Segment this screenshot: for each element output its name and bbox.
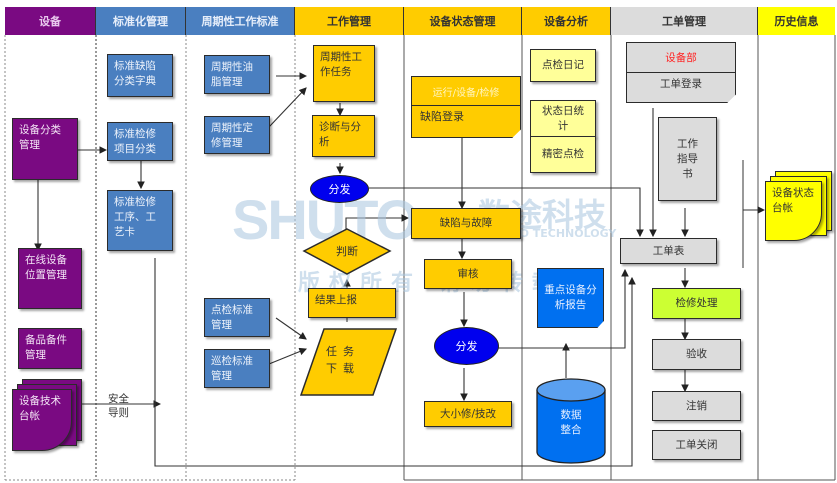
spare-parts-box[interactable]: 备品备件管理 [18, 328, 82, 369]
lane-header-status-management: 设备状态管理 [404, 7, 522, 35]
result-report-box[interactable]: 结果上报 [308, 288, 396, 318]
repair-procedure-box[interactable]: 标准检修工序、工艺卡 [107, 190, 173, 251]
status-ledger-multidoc[interactable]: 设备状态台帐 [765, 171, 837, 251]
repair-item-class-box[interactable]: 标准检修项目分类 [107, 122, 173, 161]
lane-header-history: 历史信息 [758, 7, 835, 35]
lane-header-work-management: 工作管理 [295, 7, 404, 35]
dept-label: 设备部 [627, 43, 735, 73]
patrol-check-standard-box[interactable]: 巡检标准管理 [204, 349, 270, 388]
review-box[interactable]: 审核 [424, 259, 512, 289]
repair-process-box[interactable]: 检修处理 [652, 288, 741, 319]
spot-check-standard-box[interactable]: 点检标准管理 [204, 298, 270, 337]
instruction-box[interactable]: 工作指导书 [658, 117, 717, 201]
defect-entry-note[interactable]: 运行/设备/检修 缺陷登录 [411, 76, 521, 138]
equipment-classification-box[interactable]: 设备分类管理 [12, 118, 78, 180]
wo-entry-note[interactable]: 设备部 工单登录 [626, 42, 736, 103]
lane-dividers [4, 35, 296, 481]
status-ledger-box: 设备状态台帐 [765, 181, 822, 241]
defect-fault-box[interactable]: 缺陷与故障 [411, 208, 521, 239]
acceptance-box[interactable]: 验收 [652, 339, 741, 370]
online-location-box[interactable]: 在线设备位置管理 [18, 248, 82, 309]
wo-table-box[interactable]: 工单表 [620, 238, 717, 264]
note-header: 运行/设备/检修 [412, 77, 520, 106]
lane-header-work-order: 工单管理 [611, 7, 758, 35]
spot-diary-box[interactable]: 点检日记 [530, 49, 596, 82]
cancel-box[interactable]: 注销 [652, 391, 741, 421]
lane-header-analysis: 设备分析 [522, 7, 611, 35]
precision-check-box[interactable]: 精密点检 [530, 136, 596, 173]
dispatch-ellipse[interactable]: 分发 [310, 175, 369, 203]
tech-ledger-multidoc[interactable]: 设备技术台帐 [12, 379, 84, 459]
diagnosis-box[interactable]: 诊断与分析 [312, 115, 375, 157]
lane-header-periodic-standard: 周期性工作标准 [186, 7, 295, 35]
wo-entry-label: 工单登录 [660, 78, 702, 90]
wo-close-box[interactable]: 工单关闭 [652, 430, 741, 460]
lane-header-standardization: 标准化管理 [96, 7, 186, 35]
task-download-label: 任务下载 [326, 345, 360, 375]
dispatch-ellipse-2[interactable]: 分发 [434, 327, 499, 365]
status-stats-box[interactable]: 状态日统计 [530, 100, 596, 137]
key-report-box[interactable]: 重点设备分析报告 [537, 268, 604, 328]
lane-header-equipment: 设备 [5, 7, 96, 35]
tech-ledger-box: 设备技术台帐 [12, 389, 72, 451]
fixed-repair-box[interactable]: 周期性定修管理 [204, 116, 270, 154]
periodic-task-box[interactable]: 周期性工作任务 [313, 45, 375, 102]
defect-dictionary-box[interactable]: 标准缺陷分类字典 [107, 54, 173, 97]
flow-arrows [34, 72, 766, 467]
safety-guideline-label: 安全导则 [108, 393, 129, 419]
data-integration-label: 数据整合 [560, 409, 582, 436]
repair-box[interactable]: 大小修/技改 [424, 401, 512, 427]
defect-entry-label: 缺陷登录 [420, 110, 464, 123]
judge-label: 判断 [336, 245, 358, 258]
lubrication-box[interactable]: 周期性油脂管理 [204, 55, 270, 94]
